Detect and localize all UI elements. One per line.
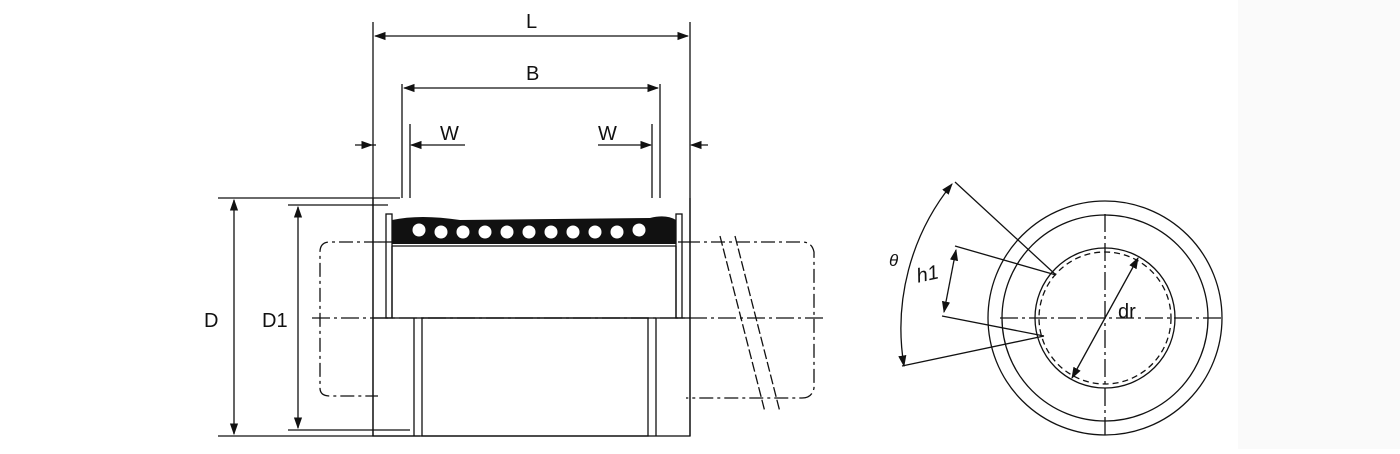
ball [477, 224, 493, 240]
dimension-h1 [941, 248, 959, 314]
theta-arc [898, 183, 953, 368]
label-W-right: W [598, 123, 617, 145]
balls [411, 222, 647, 240]
shaft-outline-right [686, 241, 815, 399]
label-W-left: W [440, 123, 459, 145]
label-dr: dr [1118, 301, 1136, 323]
end-view [898, 181, 1225, 436]
ball [543, 224, 559, 240]
retaining-ring-right [675, 213, 683, 319]
outer-body-lower [372, 317, 691, 437]
slot-edge-upper [954, 245, 1057, 276]
ball [455, 224, 471, 240]
ball [411, 222, 427, 238]
label-D: D [204, 310, 218, 332]
retaining-ring-left [385, 213, 393, 319]
label-D1: D1 [262, 310, 288, 332]
dimension-dr [1071, 256, 1139, 380]
break-line-1 [719, 235, 766, 413]
slot-line-upper [954, 181, 1057, 276]
ball-row [392, 216, 676, 244]
label-h1: h1 [914, 261, 940, 287]
ball [433, 224, 449, 240]
ball [631, 222, 647, 238]
label-B: B [526, 63, 539, 85]
ball [499, 224, 515, 240]
slot-line-lower [901, 335, 1045, 367]
right-margin-strip [1238, 0, 1400, 449]
ball [609, 224, 625, 240]
label-L: L [526, 11, 537, 33]
ball [587, 224, 603, 240]
break-line-2 [734, 235, 781, 413]
shaft-outline [319, 241, 378, 397]
slot-edge-lower [941, 315, 1045, 337]
label-theta: θ [889, 251, 899, 270]
bearing-shell-lower [421, 317, 649, 437]
ball [521, 224, 537, 240]
ball [565, 224, 581, 240]
